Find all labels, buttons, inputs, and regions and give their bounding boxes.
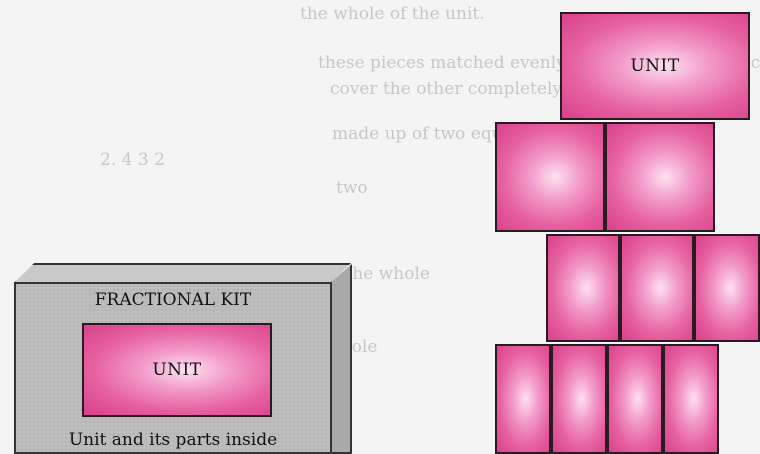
half-piece (605, 122, 715, 232)
faded-line: two (336, 178, 368, 198)
faded-line: 2. 4 3 2 (100, 150, 165, 170)
faded-line: cover the other completely. (330, 79, 565, 99)
quarter-piece (551, 344, 607, 454)
third-piece (694, 234, 760, 342)
kit-box-top (14, 263, 351, 283)
kit-title: FRACTIONAL KIT (14, 290, 332, 310)
third-piece (546, 234, 620, 342)
kit-unit-piece: UNIT (82, 323, 272, 417)
kit-unit-label: UNIT (84, 360, 270, 380)
half-piece (495, 122, 605, 232)
unit-whole-piece: UNIT (560, 12, 750, 120)
third-piece (620, 234, 694, 342)
quarter-piece (663, 344, 719, 454)
kit-caption: Unit and its parts inside (14, 430, 332, 450)
quarter-piece (607, 344, 663, 454)
kit-box-side (330, 264, 352, 454)
quarter-piece (495, 344, 551, 454)
unit-label: UNIT (562, 56, 748, 76)
faded-line: the whole of the unit. (300, 4, 485, 24)
